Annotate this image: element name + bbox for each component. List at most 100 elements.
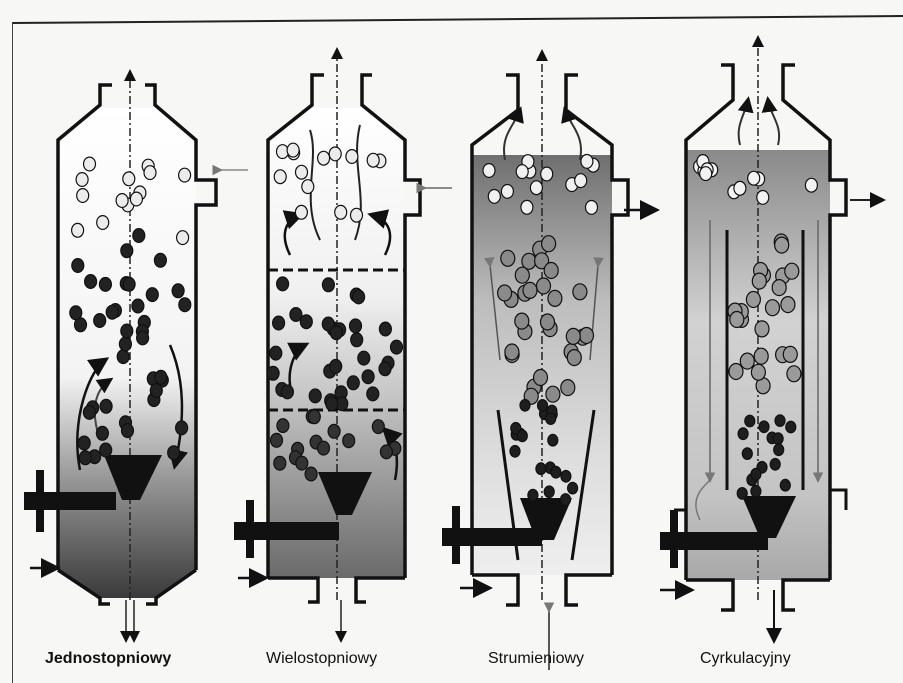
particle [121,324,133,338]
particle [84,157,96,171]
particle [773,433,783,445]
particle [780,479,790,491]
particle [546,413,556,425]
particle [573,284,587,300]
particle [150,384,162,398]
particle [734,181,746,195]
particle [144,166,156,180]
particle [271,433,283,447]
particle [273,316,285,330]
particle [122,424,134,438]
particle [96,426,108,440]
particle [537,278,551,294]
caption-strumieniowy: Strumieniowy [488,650,584,668]
particle [117,350,129,364]
particle [498,285,512,301]
particle [330,326,342,340]
particle [530,181,542,195]
particle [566,328,580,344]
particle [581,155,593,169]
particle [296,456,308,470]
particle [155,370,167,384]
particle [516,165,528,179]
particle [534,370,548,386]
particle [515,267,529,283]
particle [730,312,744,328]
particle [775,415,785,427]
particle [775,237,789,253]
particle [305,467,317,481]
particle [72,223,84,237]
particle [106,305,118,319]
particle [770,459,780,471]
particle [483,164,495,178]
particle [528,489,538,501]
particle [351,333,363,347]
particle [179,168,191,182]
particle [501,250,515,266]
particle [754,348,768,364]
particle [700,167,712,181]
particle [296,165,308,179]
particle [270,346,282,360]
particle [523,282,537,298]
particle [99,278,111,292]
particle [295,205,307,219]
particle [766,300,780,316]
particle [100,443,112,457]
particle [781,297,795,313]
particle [94,314,106,328]
particle [70,306,82,320]
particle [783,346,797,362]
particle [78,436,90,450]
particle [787,366,801,382]
particle [168,446,180,460]
particle [737,488,747,500]
particle [79,451,91,465]
particle [97,216,109,230]
particle [322,278,334,292]
particle [267,366,279,380]
particle [580,328,594,344]
particle [380,445,392,459]
particle [759,421,769,433]
particle [287,143,299,157]
particle [742,448,752,460]
particle [561,380,575,396]
particle [544,486,554,498]
particle [137,331,149,345]
particle [521,200,533,214]
particle [351,208,363,222]
particle [85,275,97,289]
particle [119,337,131,351]
particle [785,263,799,279]
particle [76,173,88,187]
particle [729,364,743,380]
particle [347,376,359,390]
caption-wielostopniowy: Wielostopniowy [266,650,377,668]
particle [757,191,769,205]
particle [330,360,342,374]
particle [520,400,530,412]
particle [100,399,112,413]
particle [277,419,289,433]
particle [132,299,144,313]
particle [309,389,321,403]
particle [391,340,403,354]
particle [274,456,286,470]
particle [77,189,89,203]
particle [328,424,340,438]
particle [567,350,581,366]
particle [367,387,379,401]
particle [177,231,189,245]
particle [133,229,145,243]
particle [121,244,133,258]
reactor-jednostopniowy [24,72,248,640]
particle [536,463,546,475]
particle [544,263,558,279]
particle [179,298,191,312]
particle [541,167,553,181]
particle [751,468,761,480]
particle [367,153,379,167]
particle [379,362,391,376]
